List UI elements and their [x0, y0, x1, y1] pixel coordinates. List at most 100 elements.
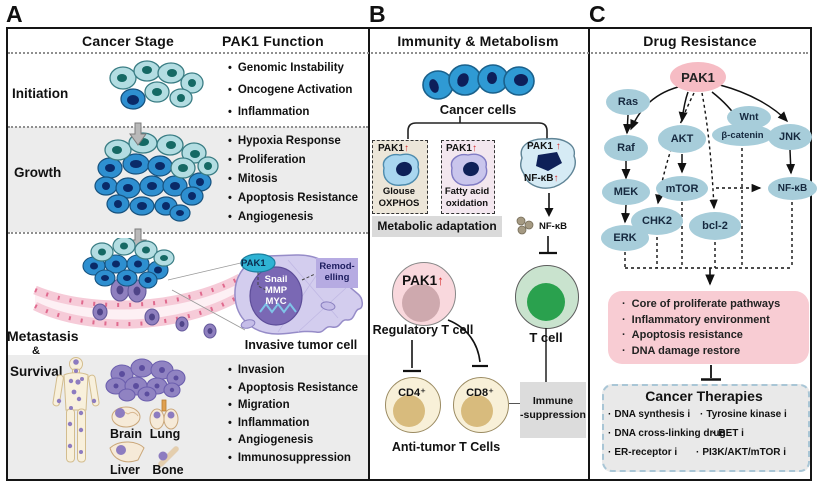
glucose-cell-illustration: [382, 153, 420, 186]
pak1-text: PAK1: [527, 141, 553, 152]
inhibit-tcell-arrow: [539, 236, 557, 255]
node-ras: Ras: [606, 89, 650, 115]
pak1-text: PAK1: [446, 143, 472, 154]
box2-pak1-label: PAK1↑: [446, 143, 477, 154]
metabolic-adaptation-label: Metabolic adaptation: [372, 216, 502, 237]
effect-bullet: DNA damage restore: [622, 345, 809, 357]
box2-line1: Fatty acid: [444, 186, 490, 197]
suppression-line2: -suppression: [520, 409, 586, 421]
inset-remodelling-line1: Remod-: [319, 261, 355, 272]
panel-b-letter: B: [369, 1, 386, 27]
fatty-acid-cell-illustration: [450, 153, 488, 186]
header-drug-resistance: Drug Resistance: [643, 33, 757, 49]
node-jnk: JNK: [768, 124, 812, 150]
nfkb-cell-illustration: [519, 137, 576, 189]
effect-bullet: Apoptosis resistance: [622, 329, 809, 341]
cd8-label: CD8⁺: [466, 387, 494, 399]
bullet: Immunosuppression: [228, 452, 358, 464]
therapy-inhibition-arrow: [701, 365, 721, 381]
up-arrow: ↑: [403, 143, 409, 154]
pak1-text: PAK1: [402, 273, 438, 288]
inset-myc-label: MYC: [265, 296, 287, 307]
node-pak1: PAK1: [670, 62, 726, 92]
up-arrow: ↑: [553, 173, 559, 184]
header-pak1-function: PAK1 Function: [222, 33, 324, 49]
bullet: Migration: [228, 399, 358, 411]
cd8-suppression-connector: [509, 403, 520, 404]
bullet: Invasion: [228, 364, 358, 376]
fatty-acid-box: [441, 140, 495, 214]
bullet: Proliferation: [228, 154, 358, 166]
divider-ab: [368, 27, 370, 481]
label-growth: Growth: [14, 165, 62, 180]
bullet: Apoptosis Resistance: [228, 382, 358, 394]
inset-mmp-label: MMP: [264, 285, 288, 296]
therapy-item: ER-receptor i: [608, 447, 677, 458]
node-bcl2: bcl-2: [689, 212, 741, 240]
effects-box: Core of proliferate pathways Inflammator…: [608, 291, 809, 364]
label-survival: Survival: [10, 364, 63, 379]
node-beta-catenin: β-catenin: [712, 124, 773, 146]
divider-bc: [588, 27, 590, 481]
label-lung: Lung: [149, 427, 181, 441]
header-immunity-metabolism: Immunity & Metabolism: [397, 33, 559, 49]
label-brain: Brain: [110, 427, 142, 441]
up-arrow: ↑: [437, 273, 444, 288]
suppression-line1: Immune: [532, 395, 574, 407]
bullet: Inflammation: [228, 417, 358, 429]
label-metastasis: Metastasis: [7, 328, 79, 344]
pak1-text: PAK1: [378, 143, 404, 154]
cancer-cells-illustration: [422, 64, 535, 100]
treg-nucleus: [402, 284, 440, 322]
node-erk: ERK: [601, 225, 649, 251]
node-mek: MEK: [602, 179, 650, 205]
antitumor-tcells-label: Anti-tumor T Cells: [391, 440, 501, 454]
figure-border: [6, 27, 812, 481]
label-initiation: Initiation: [12, 86, 69, 101]
growth-bullets: Hypoxia Response Proliferation Mitosis A…: [228, 135, 358, 223]
treg-inhibition-arrows: [403, 319, 488, 373]
therapy-item: Tyrosine kinase i: [700, 409, 786, 420]
cancer-cells-label: Cancer cells: [439, 102, 517, 117]
effect-bullet: Inflammatory environment: [622, 314, 809, 326]
nfkb-molecules-icon: [516, 216, 534, 235]
therapy-item: BET i: [712, 428, 744, 439]
nfkb-cell-nfkb-label: NF-κB↑: [524, 173, 558, 184]
branch-bracket: [407, 116, 548, 139]
bullet: Genomic Instability: [228, 62, 352, 74]
box1-line1: Glouse: [382, 186, 416, 197]
node-akt: AKT: [658, 125, 706, 153]
treg-pak1-label: PAK1↑: [394, 273, 452, 288]
arrow-cell-to-nfkb: [544, 193, 554, 217]
node-wnt: Wnt: [727, 106, 771, 129]
node-mtor: mTOR: [656, 176, 708, 201]
box1-pak1-label: PAK1↑: [378, 143, 409, 154]
sep-initiation-growth: [8, 126, 368, 128]
panel-a-letter: A: [6, 1, 23, 27]
up-arrow: ↑: [471, 143, 477, 154]
invasive-tumor-cell-illustration: [234, 253, 363, 335]
header-separator: [8, 52, 808, 54]
survival-illustration: [52, 357, 186, 467]
bullet: Hypoxia Response: [228, 135, 358, 147]
initiation-cells-illustration: [109, 60, 204, 110]
bullet: Inflammation: [228, 106, 352, 118]
regulatory-tcell-label: Regulatory T cell: [372, 323, 474, 337]
inset-snail-label: Snail: [264, 274, 288, 285]
tcell-to-suppression-line: [545, 328, 547, 383]
cd4-nucleus: [393, 395, 425, 427]
panel-c-letter: C: [589, 1, 606, 27]
bullet: Oncogene Activation: [228, 84, 353, 96]
effect-bullet: Core of proliferate pathways: [622, 298, 809, 310]
therapy-item: DNA cross-linking drug: [608, 428, 725, 439]
therapy-item: PI3K/AKT/mTOR i: [696, 447, 786, 458]
bullet: Mitosis: [228, 173, 358, 185]
bullet: Angiogenesis: [228, 211, 358, 223]
node-nfkb: NF-κB: [768, 177, 817, 200]
cd4-label: CD4⁺: [398, 387, 426, 399]
bullet: Apoptosis Resistance: [228, 192, 358, 204]
inset-remodelling-line2: elling: [324, 272, 350, 283]
node-raf: Raf: [604, 135, 648, 161]
nfkb-text: NF-κB: [524, 173, 554, 184]
